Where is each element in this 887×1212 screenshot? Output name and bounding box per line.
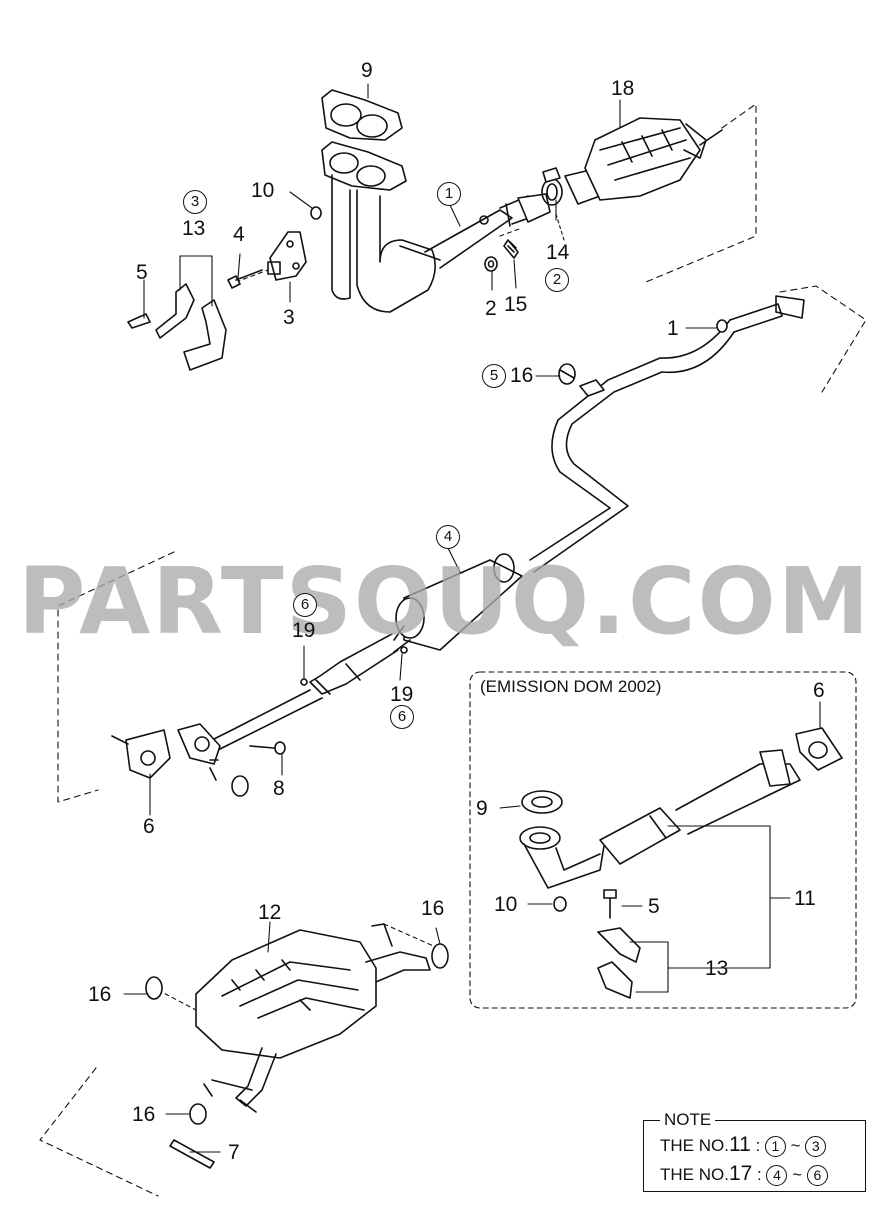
note-line-1-from: 1	[764, 1136, 786, 1158]
hanger-13	[127, 283, 227, 371]
note-line-2-tilde: ~	[787, 1165, 807, 1184]
callout-10-b: 10	[494, 893, 518, 916]
front-pipe-1	[321, 141, 551, 313]
callout-11: 11	[794, 887, 816, 910]
callout-18: 18	[611, 77, 635, 100]
callout-7: 7	[228, 1141, 240, 1164]
emission-front-pipe-11	[519, 749, 801, 889]
nut-2	[484, 256, 498, 272]
note-line-1-to: 3	[805, 1136, 827, 1158]
callout-2: 2	[485, 297, 497, 320]
nut-1-right	[716, 319, 728, 333]
note-line-2-prefix: THE NO.	[660, 1165, 729, 1184]
emission-box	[469, 671, 857, 1009]
callout-19-a: 19	[292, 619, 316, 642]
callout-19-b: 19	[390, 683, 414, 706]
note-line-2-sep: :	[752, 1165, 767, 1184]
circled-6-a: 6	[293, 593, 317, 617]
callout-3: 3	[283, 306, 295, 329]
callout-6-a: 6	[143, 815, 155, 838]
note-line-2-from: 4	[766, 1165, 788, 1187]
callout-8: 8	[273, 777, 285, 800]
rubber-hanger-16-muffler	[145, 943, 449, 1125]
callout-5-b: 5	[648, 895, 660, 918]
callout-13: 13	[182, 217, 206, 240]
center-pipe-4	[393, 285, 867, 653]
leader-lines	[123, 83, 821, 1153]
callout-16-c: 16	[88, 983, 112, 1006]
callout-14: 14	[546, 241, 570, 264]
note-box	[643, 1120, 866, 1192]
emission-gasket-9	[521, 790, 563, 814]
bolt-4	[227, 269, 263, 289]
note-line-2-to: 6	[806, 1165, 828, 1187]
nut-10-top	[289, 191, 322, 220]
callout-9-b: 9	[476, 797, 488, 820]
circled-2: 2	[545, 268, 569, 292]
main-muffler-12	[39, 923, 439, 1197]
callout-1: 1	[667, 317, 679, 340]
callout-16-a: 16	[510, 364, 534, 387]
circled-1: 1	[437, 182, 461, 206]
emission-bolt-5	[603, 889, 617, 919]
circled-3: 3	[183, 190, 207, 214]
callout-16-b: 16	[421, 897, 445, 920]
callout-10: 10	[251, 179, 275, 202]
gasket-9	[321, 89, 403, 141]
callout-5: 5	[136, 261, 148, 284]
bracket-3	[235, 231, 307, 283]
circled-4: 4	[436, 525, 460, 549]
emission-box-title: (EMISSION DOM 2002)	[478, 677, 664, 697]
watermark: PARTSOUQ.COM	[18, 548, 872, 655]
catalytic-converter-18	[564, 103, 757, 283]
note-line-1-num: 11	[728, 1133, 751, 1156]
callout-16-d: 16	[132, 1103, 156, 1126]
note-line-2: THE NO.17 : 4 ~ 6	[660, 1162, 828, 1187]
callout-12: 12	[258, 901, 282, 924]
rubber-hanger-8	[231, 741, 286, 797]
hanger-7	[169, 1139, 215, 1169]
callout-9: 9	[361, 59, 373, 82]
note-line-1-sep: :	[750, 1136, 765, 1155]
note-title: NOTE	[660, 1110, 716, 1130]
circled-5: 5	[482, 364, 506, 388]
circled-6-b: 6	[390, 705, 414, 729]
rubber-hanger-16-top	[558, 363, 576, 385]
emission-gasket-6	[795, 727, 843, 771]
note-line-2-num: 17	[728, 1162, 753, 1185]
note-line-1-prefix: THE NO.	[660, 1136, 729, 1155]
spring-bolt-15	[499, 227, 523, 259]
callout-6-b: 6	[813, 679, 825, 702]
callout-15: 15	[504, 293, 528, 316]
intermediate-pipe	[57, 551, 399, 803]
emission-leaders	[629, 825, 791, 993]
note-line-1: THE NO.11 : 1 ~ 3	[660, 1133, 827, 1158]
emission-nut-10	[553, 896, 567, 912]
note-line-1-tilde: ~	[785, 1136, 806, 1155]
emission-hanger-13	[597, 927, 641, 999]
gasket-14	[541, 167, 563, 206]
clamp-19	[300, 646, 408, 686]
callout-13-b: 13	[705, 957, 729, 980]
callout-4: 4	[233, 223, 245, 246]
